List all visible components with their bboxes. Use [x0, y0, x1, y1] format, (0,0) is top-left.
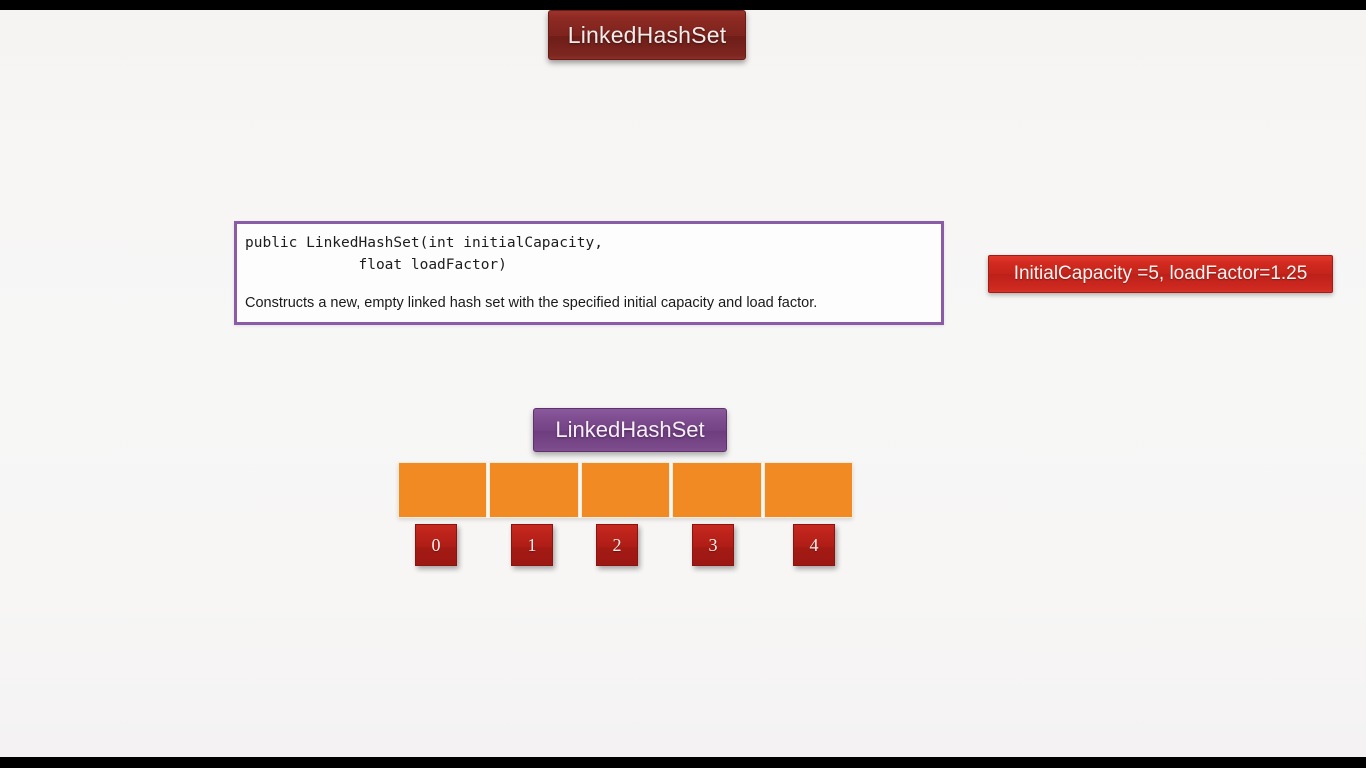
- bucket-index-label: 0: [431, 535, 441, 555]
- title-banner-label: LinkedHashSet: [567, 21, 727, 48]
- structure-label: LinkedHashSet: [533, 408, 727, 452]
- title-banner: LinkedHashSet: [548, 10, 746, 60]
- bucket-cell: [398, 462, 488, 518]
- structure-label-text: LinkedHashSet: [555, 417, 705, 442]
- constructor-doc-box: public LinkedHashSet(int initialCapacity…: [234, 221, 944, 325]
- bucket-index-label: 4: [809, 535, 819, 555]
- constructor-description: Constructs a new, empty linked hash set …: [245, 295, 818, 311]
- bucket-index-badge: 4: [793, 524, 835, 566]
- bucket-cell: [489, 462, 579, 518]
- bucket-cell: [763, 462, 854, 518]
- bucket-index-badge: 2: [596, 524, 638, 566]
- parameter-callout-label: InitialCapacity =5, loadFactor=1.25: [1013, 263, 1308, 284]
- bucket-array: [398, 462, 854, 518]
- bucket-index-row: 0 1 2 3 4: [398, 524, 853, 570]
- slide-canvas: LinkedHashSet public LinkedHashSet(int i…: [0, 10, 1366, 757]
- bucket-index-badge: 0: [415, 524, 457, 566]
- constructor-signature-line-1: public LinkedHashSet(int initialCapacity…: [245, 235, 603, 251]
- bucket-index-badge: 3: [692, 524, 734, 566]
- bucket-index-label: 2: [612, 535, 622, 555]
- constructor-signature-line-2: float loadFactor): [245, 257, 507, 273]
- bucket-index-label: 1: [527, 535, 537, 555]
- letterbox-bottom: [0, 757, 1366, 768]
- parameter-callout: InitialCapacity =5, loadFactor=1.25: [988, 255, 1333, 293]
- bucket-cell: [672, 462, 762, 518]
- bucket-index-label: 3: [708, 535, 718, 555]
- letterbox-top: [0, 0, 1366, 10]
- bucket-index-badge: 1: [511, 524, 553, 566]
- bucket-cell: [580, 462, 671, 518]
